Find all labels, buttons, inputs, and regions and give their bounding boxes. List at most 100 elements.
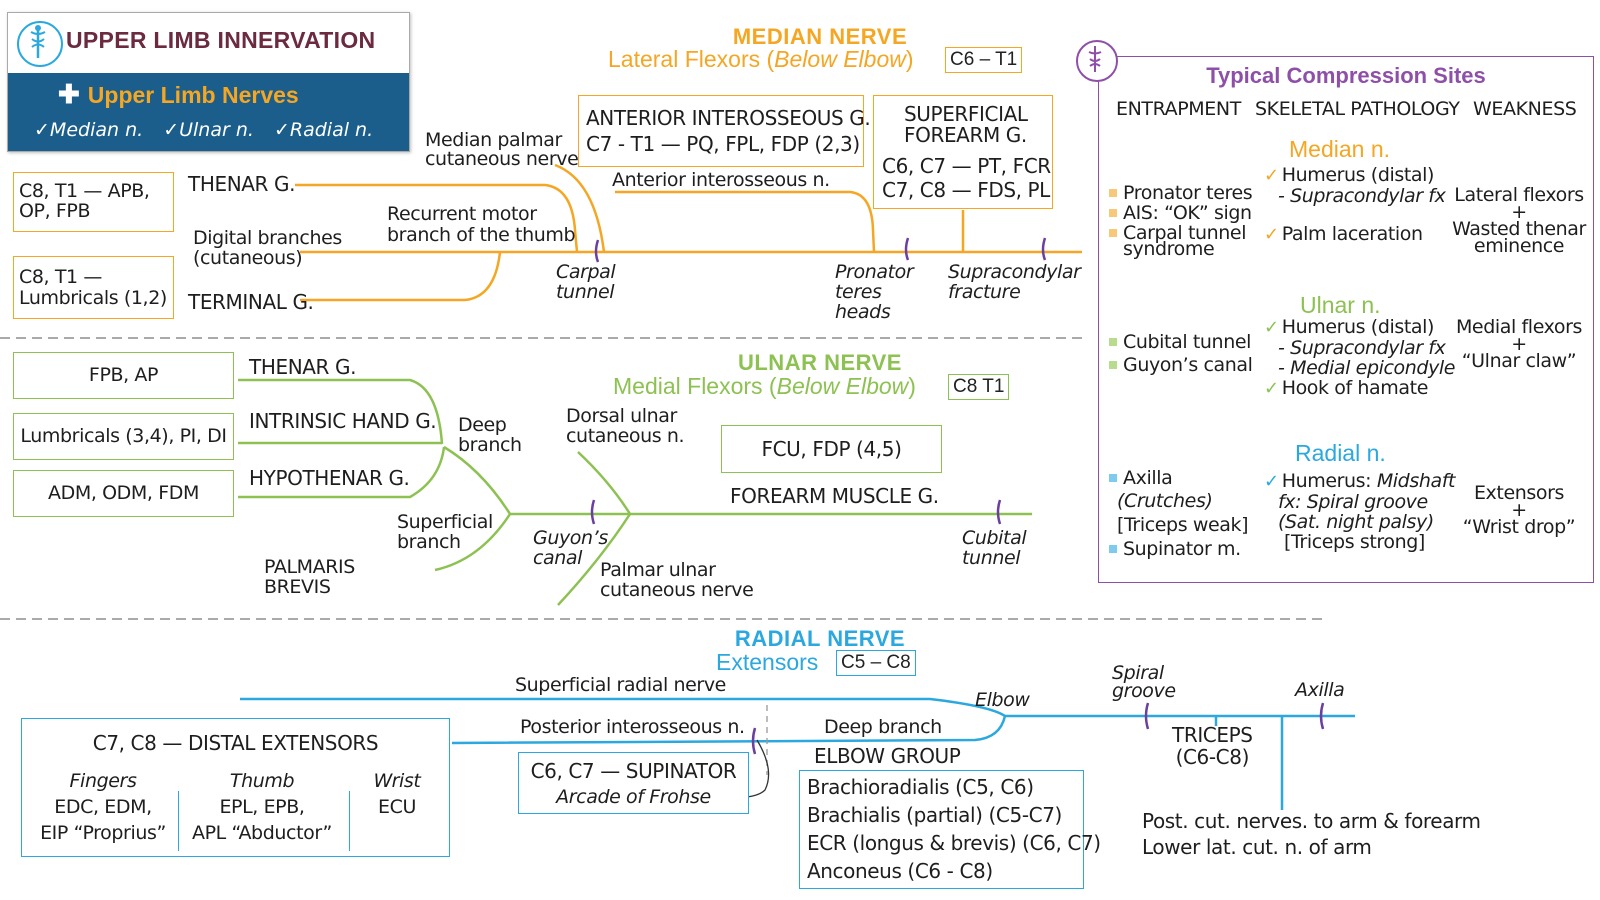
radial-title: RADIAL NERVE — [734, 626, 906, 651]
wrist-column: Wrist ECU — [373, 770, 421, 818]
ulnar-superficial-branch — [434, 513, 512, 572]
col-header-skeletal: SKELETAL PATHOLOGY — [1255, 98, 1460, 120]
median-lumbricals-box: C8, T1 — Lumbricals (1,2) — [13, 256, 174, 319]
ulnar-hypothenar-muscles-box: ADM, ODM, FDM — [13, 470, 234, 517]
elbow-label: Elbow — [975, 689, 1030, 711]
ulnar-skeletal-list: ✓Humerus (distal) - Supracondylar fx - M… — [1264, 316, 1456, 399]
median-anterior-interosseous-branch — [615, 190, 876, 253]
median-terminal-branch — [300, 251, 502, 302]
ulnar-subtitle: Medial Flexors (Below Elbow) — [613, 373, 916, 399]
ulnar-title: ULNAR NERVE — [737, 350, 902, 375]
ulnar-nerve-lines — [238, 378, 1032, 606]
median-digital-branches-label: Digital branches(cutaneous) — [193, 227, 342, 269]
superficial-radial-nerve-label: Superficial radial nerve — [515, 674, 726, 696]
radial-superficial-branch — [240, 697, 1006, 718]
thumb-column: Thumb EPL, EPB, APL “Abductor” — [191, 770, 332, 844]
radial-weakness-list: Extensors + “Wrist drop” — [1462, 482, 1576, 538]
radial-deep-branch-label: Deep branch — [824, 716, 942, 738]
anterior-interosseous-group-box: ANTERIOR INTEROSSEOUS G. C7 - T1 — PQ, F… — [578, 95, 871, 167]
median-skeletal-list: ✓Humerus (distal) - Supracondylar fx ✓Pa… — [1264, 164, 1446, 245]
ulnar-dorsal-cutaneous-branch — [577, 451, 632, 515]
caduceus-icon — [17, 21, 63, 67]
compression-title: Typical Compression Sites — [1206, 63, 1486, 88]
median-compression-marks — [594, 237, 1047, 263]
nav-panel-title: ✚Upper Limb Nerves — [58, 79, 299, 109]
median-terminal-group-label: TERMINAL G. — [188, 290, 314, 314]
compression-median-name: Median n. — [1289, 136, 1391, 162]
radial-roots-badge: C5 – C8 — [836, 650, 916, 676]
median-weakness-list: Lateral flexors + Wasted thenar eminence — [1452, 184, 1586, 257]
ulnar-entrapment-list: Cubital tunnel Guyon’s canal — [1109, 332, 1253, 375]
ulnar-deep-branch — [443, 445, 512, 515]
col-header-entrapment: ENTRAPMENT — [1116, 98, 1241, 120]
ulnar-compression-marks — [590, 499, 1002, 525]
ulnar-thenar-muscles-box: FPB, AP — [13, 352, 234, 399]
nav-items: ✓Median n. ✓Ulnar n. ✓Radial n. — [34, 119, 373, 141]
median-thenar-group-label: THENAR G. — [188, 172, 296, 196]
superficial-forearm-group-box: SUPERFICIAL FOREARM G. C6, C7 — PT, FCR … — [873, 95, 1053, 209]
posterior-interosseous-label: Posterior interosseous n. — [520, 716, 745, 738]
check-icon: ✓ — [34, 119, 50, 141]
radial-entrapment-list: Axilla (Crutches) [Triceps weak] Supinat… — [1109, 467, 1249, 561]
elbow-group-label: ELBOW GROUP — [814, 744, 961, 768]
nav-item-ulnar[interactable]: Ulnar n. — [179, 119, 254, 141]
ulnar-palmar-cutaneous-branch — [557, 513, 632, 606]
ulnar-hypothenar-branch — [238, 446, 446, 499]
nerve-symbol-icon — [1076, 40, 1118, 82]
plus-icon: ✚ — [58, 79, 80, 109]
ulnar-weakness-list: Medial flexors + “Ulnar claw” — [1455, 316, 1583, 372]
ulnar-intrinsic-muscles-box: Lumbricals (3,4), PI, DI — [13, 413, 234, 460]
median-thenar-muscles-box: C8, T1 — APB, OP, FPB — [13, 172, 174, 232]
compression-sites-panel: Typical Compression Sites ENTRAPMENT SKE… — [1076, 40, 1594, 583]
ulnar-roots-badge: C8 T1 — [948, 374, 1010, 400]
title-box: UPPER LIMB INNERVATION ✚Upper Limb Nerve… — [7, 12, 410, 152]
radial-skeletal-list: ✓Humerus: Midshaft fx: Spiral groove (Sa… — [1264, 470, 1456, 553]
axilla-label: Axilla — [1295, 679, 1345, 701]
nav-item-median[interactable]: Median n. — [49, 119, 144, 141]
median-thenar-branch — [295, 183, 579, 253]
radial-nerve-lines — [240, 697, 1355, 810]
nav-item-radial[interactable]: Radial n. — [289, 119, 374, 141]
radial-compression-marks — [751, 702, 1325, 755]
supinator-box: C6, C7 — SUPINATOR Arcade of Frohse — [518, 752, 749, 814]
ulnar-intrinsic-group-label: INTRINSIC HAND G. — [249, 409, 437, 433]
page-title: UPPER LIMB INNERVATION — [66, 27, 376, 53]
col-header-weakness: WEAKNESS — [1473, 98, 1577, 120]
median-palmar-cutaneous-branch — [554, 163, 606, 253]
ulnar-thenar-branch — [238, 378, 444, 445]
elbow-group-box: Brachioradialis (C5, C6) Brachialis (par… — [799, 770, 1101, 889]
radial-deep-branch — [451, 715, 1007, 745]
compression-radial-name: Radial n. — [1295, 440, 1386, 466]
distal-extensors-box: C7, C8 — DISTAL EXTENSORS Fingers EDC, E… — [21, 718, 450, 857]
fingers-column: Fingers EDC, EDM, EIP “Proprius” — [40, 770, 166, 844]
forearm-muscles-box: FCU, FDP (4,5) — [721, 425, 942, 473]
triceps-label: TRICEPS(C6-C8) — [1172, 723, 1253, 769]
ulnar-thenar-group-label: THENAR G. — [249, 355, 357, 379]
check-icon: ✓ — [273, 119, 290, 141]
forearm-muscle-group-label: FOREARM MUSCLE G. — [730, 484, 939, 508]
check-icon: ✓ — [163, 119, 180, 141]
nerves-nav-panel: ✚Upper Limb Nerves ✓Median n. ✓Ulnar n. … — [8, 73, 409, 151]
anterior-interosseous-nerve-label: Anterior interosseous n. — [612, 169, 830, 191]
radial-subtitle: Extensors — [716, 649, 819, 675]
ulnar-hypothenar-group-label: HYPOTHENAR G. — [249, 466, 410, 490]
median-nerve-lines — [295, 163, 1082, 302]
compression-ulnar-name: Ulnar n. — [1300, 292, 1381, 318]
median-subtitle: Lateral Flexors (Below Elbow) — [608, 46, 914, 72]
median-roots-badge: C6 – T1 — [945, 47, 1023, 73]
